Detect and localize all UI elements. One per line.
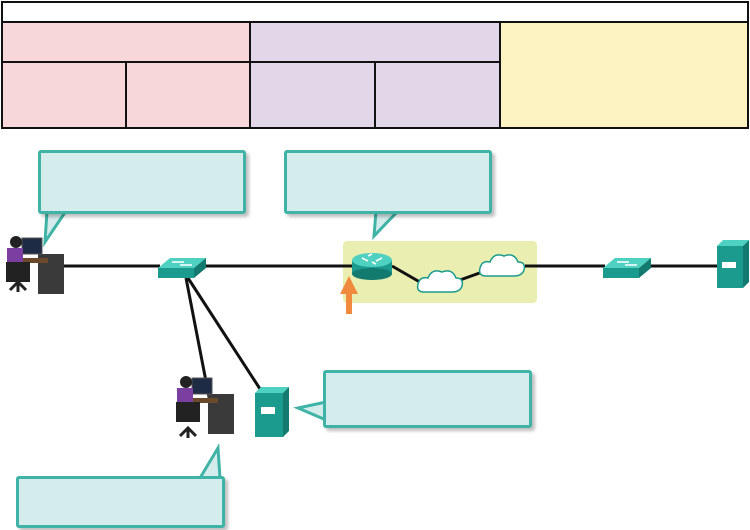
callout-pc-bottom bbox=[16, 476, 225, 528]
workstation-icon bbox=[176, 376, 234, 438]
link-switch-server2 bbox=[186, 277, 264, 393]
callout-pc-top bbox=[38, 150, 246, 214]
router-icon bbox=[352, 253, 392, 280]
cloud-icon bbox=[416, 270, 464, 293]
server-icon bbox=[255, 387, 289, 437]
section-1-sub-b bbox=[127, 63, 251, 127]
section-1-sub-a bbox=[3, 63, 127, 127]
table-title bbox=[1, 1, 749, 23]
cloud-icon bbox=[478, 254, 526, 277]
section-2-sub-b bbox=[376, 63, 501, 127]
switch-icon bbox=[158, 258, 206, 278]
callout-server bbox=[323, 370, 532, 428]
arrow-up-icon bbox=[340, 276, 358, 314]
section-2 bbox=[251, 23, 501, 63]
section-2-sub-a bbox=[251, 63, 376, 127]
section-3 bbox=[501, 23, 747, 127]
osi-header-grid bbox=[1, 23, 749, 129]
switch-icon bbox=[603, 258, 651, 278]
section-1 bbox=[3, 23, 251, 63]
callout-router bbox=[284, 150, 492, 214]
workstation-icon bbox=[6, 236, 64, 294]
callout-tails bbox=[43, 209, 402, 480]
server-icon bbox=[717, 240, 749, 288]
